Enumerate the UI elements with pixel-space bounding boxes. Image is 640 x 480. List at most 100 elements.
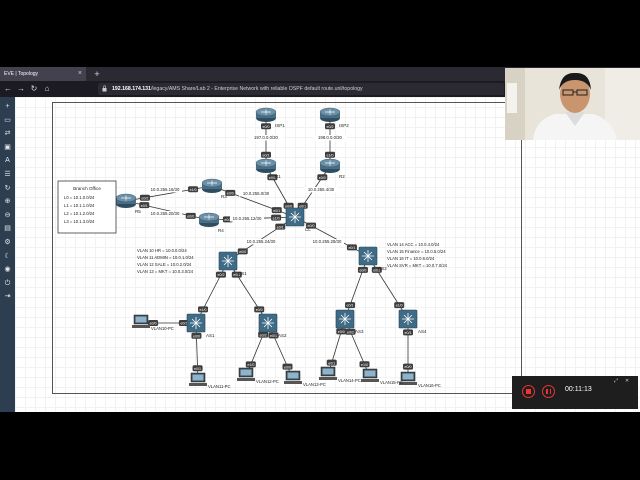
- switch-arrows: [339, 313, 351, 325]
- port-badge[interactable]: [359, 361, 370, 368]
- port-badge[interactable]: [336, 328, 347, 335]
- port-badge[interactable]: [225, 189, 236, 196]
- zoom-out-icon[interactable]: ⊖: [4, 211, 11, 219]
- home-icon[interactable]: ⌂: [44, 84, 50, 93]
- new-tab-button[interactable]: +: [94, 69, 100, 79]
- port-label: e0/0: [256, 308, 263, 312]
- port-label: e0/1: [263, 153, 270, 157]
- subnet-label-isp2_r2: 198.0.0.0/30: [318, 135, 343, 140]
- subnet-label-bg: [148, 211, 182, 217]
- port-badge[interactable]: [325, 123, 335, 130]
- subnet-label-isp1_r1: 197.0.0.0/30: [254, 135, 279, 140]
- port-badge[interactable]: [215, 271, 226, 278]
- branch-office-subnet: L0 = 10.1.0.0/24: [64, 195, 95, 200]
- port-badge[interactable]: [403, 329, 413, 336]
- port-badge[interactable]: [148, 320, 159, 326]
- webcam-overlay: [505, 68, 640, 140]
- plus-icon[interactable]: +: [5, 103, 10, 110]
- port-badge[interactable]: [261, 123, 271, 130]
- port-badge[interactable]: [357, 266, 368, 273]
- link-ds2-as4: [367, 255, 409, 320]
- port-badge[interactable]: [345, 328, 356, 335]
- port-badge[interactable]: [267, 174, 278, 181]
- play-icon[interactable]: ◉: [4, 266, 11, 274]
- port-badge[interactable]: [346, 244, 357, 251]
- port-badge[interactable]: [282, 363, 293, 370]
- ds2-vlan-note: VLAN 14 ACC = 10.0.4.0/24: [387, 242, 440, 247]
- reload-icon[interactable]: ↻: [30, 84, 38, 93]
- port-badge[interactable]: [394, 302, 405, 309]
- port-badge[interactable]: [283, 202, 294, 209]
- port-badge[interactable]: [192, 365, 203, 372]
- port-badge[interactable]: [317, 174, 328, 181]
- recording-time: 00:11:13: [565, 386, 592, 393]
- zoom-in-icon[interactable]: ⊕: [4, 198, 11, 206]
- port-badge[interactable]: [185, 212, 196, 219]
- port-badge[interactable]: [198, 306, 209, 313]
- forward-icon[interactable]: →: [17, 84, 25, 93]
- port-badge[interactable]: [271, 207, 282, 214]
- port-badge[interactable]: [191, 332, 202, 339]
- subnet-label-r2_cl: 10.0.255.4/30: [308, 187, 335, 192]
- settings-icon[interactable]: ⚙: [4, 239, 11, 246]
- port-badge[interactable]: [271, 214, 282, 221]
- port-badge[interactable]: [231, 271, 242, 278]
- subnet-label-r3_cl: 10.0.255.0/30: [243, 191, 270, 196]
- subnet-label-r4_cl: 10.0.255.12/30: [233, 216, 262, 221]
- list-icon[interactable]: ☰: [4, 171, 11, 178]
- port-badge[interactable]: [188, 186, 199, 193]
- port-badge[interactable]: [258, 331, 269, 338]
- connections-icon[interactable]: ⇄: [4, 130, 11, 138]
- pause-record-button[interactable]: [542, 385, 555, 398]
- port-badge[interactable]: [268, 332, 279, 339]
- port-label: e0/1: [269, 176, 276, 180]
- router-arrows: [261, 160, 271, 166]
- back-icon[interactable]: ←: [4, 84, 12, 93]
- expand-icon[interactable]: ⤢: [614, 378, 619, 384]
- subnet-label-bg: [230, 216, 264, 222]
- router-arrows: [207, 180, 217, 186]
- port-badge[interactable]: [275, 223, 286, 230]
- port-label: e0/1: [273, 209, 280, 213]
- port-badge[interactable]: [345, 302, 356, 309]
- pc-keyboard: [284, 381, 302, 384]
- subnet-label-bg: [310, 239, 344, 245]
- lock-icon[interactable]: ▤: [4, 225, 11, 233]
- port-badge[interactable]: [403, 363, 413, 370]
- port-badge[interactable]: [245, 361, 256, 368]
- pc-screen: [287, 372, 299, 379]
- pc-keyboard: [189, 383, 207, 386]
- port-label: e0/0: [338, 330, 345, 334]
- port-badge[interactable]: [325, 151, 335, 158]
- port-label: e0/2: [260, 333, 267, 337]
- port-label: e0/1: [141, 204, 148, 208]
- port-badge[interactable]: [261, 151, 271, 158]
- port-badge[interactable]: [139, 202, 150, 209]
- nodes-icon[interactable]: ▭: [4, 116, 11, 124]
- port-badge[interactable]: [297, 202, 308, 209]
- stop-record-button[interactable]: [522, 385, 535, 398]
- port-label: e0/0: [187, 214, 194, 218]
- port-badge[interactable]: [237, 248, 248, 255]
- power-icon[interactable]: ⏻: [4, 279, 11, 287]
- moon-icon[interactable]: ☾: [4, 252, 11, 260]
- refresh-icon[interactable]: ↻: [4, 184, 11, 192]
- logout-icon[interactable]: ⇥: [4, 293, 11, 301]
- tab-eve-topology[interactable]: EVE | Topology ×: [0, 67, 86, 81]
- port-badge[interactable]: [254, 306, 265, 313]
- port-badge[interactable]: [178, 320, 189, 326]
- port-badge[interactable]: [306, 222, 317, 229]
- node-label-pc14: VLAN14-PC: [338, 378, 361, 383]
- text-icon[interactable]: A: [5, 157, 10, 165]
- node-label-pc15: VLAN15-PC: [380, 380, 403, 385]
- port-badge[interactable]: [326, 359, 337, 366]
- port-badge[interactable]: [139, 194, 150, 201]
- port-badge[interactable]: [371, 266, 382, 273]
- close-icon[interactable]: ×: [77, 70, 82, 77]
- url-bar[interactable]: 192.168.174.131/legacy/AMS Share/Lab 2 -…: [98, 83, 504, 95]
- port-label: e0/0: [359, 268, 366, 272]
- network-icon[interactable]: ▣: [4, 143, 11, 151]
- close-icon[interactable]: ✕: [625, 378, 630, 384]
